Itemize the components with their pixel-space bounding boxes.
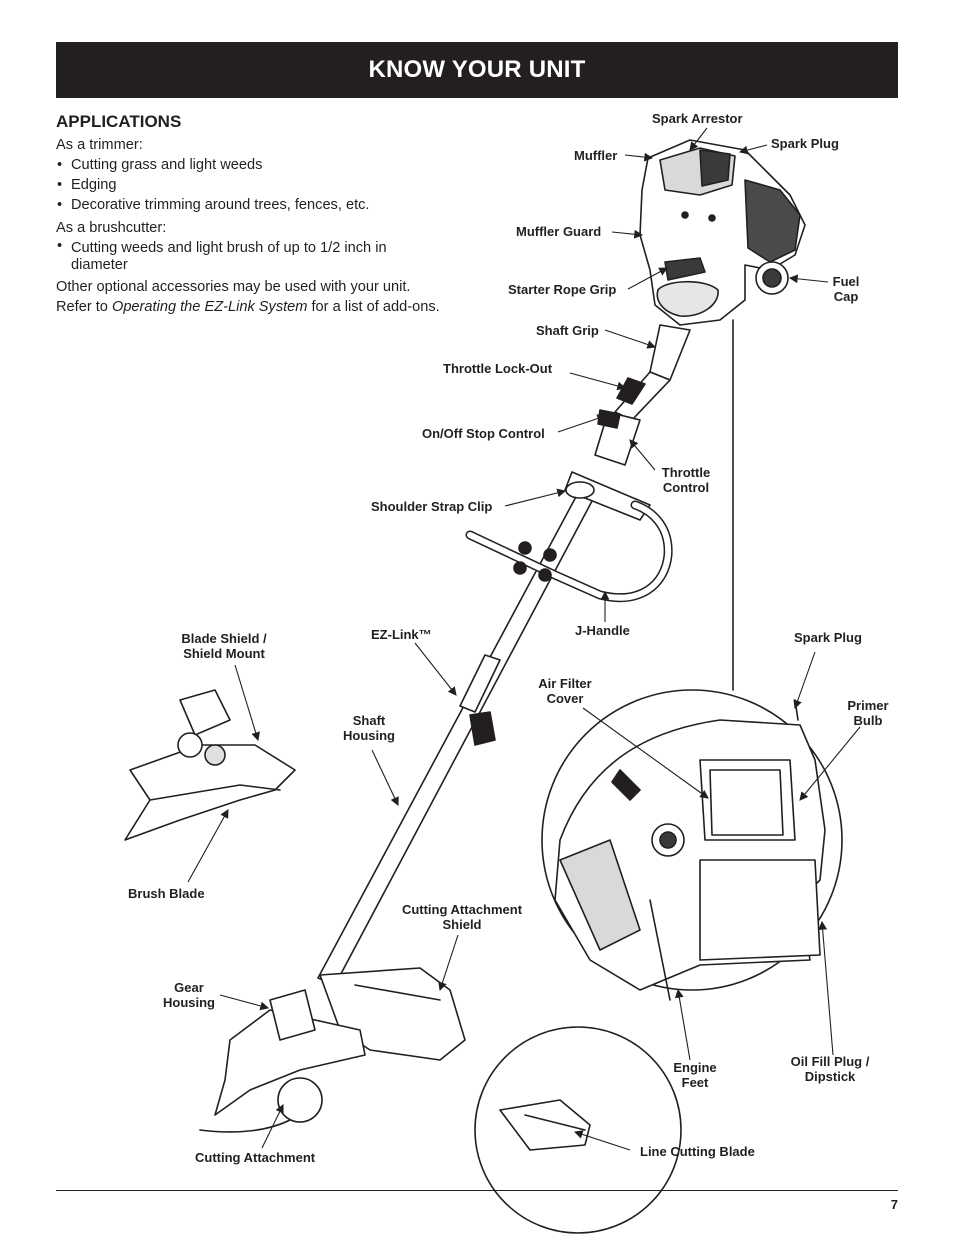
label-ez-link: EZ-Link™	[371, 627, 432, 642]
applications-heading: APPLICATIONS	[56, 112, 182, 131]
label-throttle-control-line1: Throttle	[661, 465, 711, 480]
label-shoulder-strap-clip: Shoulder Strap Clip	[371, 499, 493, 514]
label-air-filter-cover: Air Filter Cover	[530, 676, 600, 706]
shaft-grip-shape	[649, 324, 691, 381]
label-onoff-stop-control: On/Off Stop Control	[422, 426, 545, 441]
label-oil-fill-plug: Oil Fill Plug / Dipstick	[780, 1054, 880, 1084]
trimmer-lead: As a trimmer:	[56, 137, 143, 153]
label-muffler: Muffler	[574, 148, 618, 163]
label-j-handle: J-Handle	[575, 623, 630, 638]
accessories-note-line2: Refer to Operating the EZ-Link System fo…	[56, 297, 466, 317]
list-item: Cutting weeds and light brush of up to 1…	[56, 238, 466, 274]
page-number: 7	[890, 1197, 898, 1212]
brushcutter-lead: As a brushcutter:	[56, 220, 167, 236]
label-throttle-control-line2: Control	[662, 480, 710, 495]
label-muffler-guard: Muffler Guard	[516, 224, 602, 239]
label-line-cutting-blade: Line Cutting Blade	[640, 1144, 755, 1159]
label-primer-bulb: Primer Bulb	[840, 698, 896, 728]
label-cutting-attachment-shield-line1: Cutting Attachment	[401, 902, 523, 917]
label-fuel-cap-line1: Fuel	[832, 274, 860, 289]
label-fuel-cap-line2: Cap	[833, 289, 859, 304]
note-prefix: Refer to	[56, 299, 112, 315]
label-engine-feet: Engine Feet	[665, 1060, 725, 1090]
label-cutting-attachment-shield: Cutting Attachment Shield	[392, 902, 532, 932]
footer-divider	[56, 1190, 898, 1191]
label-shaft-housing-line1: Shaft	[352, 713, 386, 728]
label-brush-blade: Brush Blade	[128, 886, 205, 901]
engine-illustration	[639, 139, 806, 326]
label-oil-fill-plug-line2: Dipstick	[804, 1069, 856, 1084]
list-item: Cutting grass and light weeds	[56, 155, 466, 175]
list-item: Edging	[56, 175, 466, 195]
brushcutter-list: Cutting weeds and light brush of up to 1…	[56, 238, 466, 274]
label-blade-shield: Blade Shield / Shield Mount	[170, 631, 278, 661]
line-cutting-blade-detail	[474, 1026, 682, 1234]
label-throttle-lockout: Throttle Lock-Out	[443, 361, 553, 376]
list-item: Decorative trimming around trees, fences…	[56, 195, 466, 215]
label-blade-shield-line2: Shield Mount	[183, 646, 265, 661]
note-suffix: for a list of add-ons.	[307, 299, 440, 315]
page-title: KNOW YOUR UNIT	[368, 56, 586, 83]
blade-shield-illustration	[124, 689, 296, 841]
engine-detail-circle	[541, 689, 843, 1001]
label-spark-plug-detail: Spark Plug	[794, 630, 862, 645]
ez-link-reference: Operating the EZ-Link System	[111, 299, 308, 315]
label-oil-fill-plug-line1: Oil Fill Plug /	[790, 1054, 870, 1069]
label-primer-bulb-line1: Primer	[847, 698, 889, 713]
cutting-head-illustration	[199, 967, 466, 1133]
label-cutting-attachment: Cutting Attachment	[195, 1150, 316, 1165]
label-fuel-cap: Fuel Cap	[826, 274, 866, 304]
trimmer-list: Cutting grass and light weeds Edging Dec…	[56, 155, 466, 215]
label-blade-shield-line1: Blade Shield /	[181, 631, 267, 646]
label-spark-arrestor: Spark Arrestor	[652, 111, 743, 126]
label-shaft-housing-line2: Housing	[343, 728, 395, 743]
label-throttle-control: Throttle Control	[651, 465, 721, 495]
label-shaft-housing: Shaft Housing	[338, 713, 400, 743]
label-starter-rope-grip: Starter Rope Grip	[508, 282, 617, 297]
applications-section: APPLICATIONS As a trimmer: Cutting grass…	[56, 112, 466, 317]
label-primer-bulb-line2: Bulb	[853, 713, 883, 728]
label-shaft-grip: Shaft Grip	[536, 323, 599, 338]
label-engine-feet-line2: Feet	[681, 1075, 709, 1090]
label-gear-housing: Gear Housing	[158, 980, 220, 1010]
label-air-filter-line2: Cover	[546, 691, 584, 706]
label-gear-housing-line1: Gear	[174, 980, 204, 995]
label-engine-feet-line1: Engine	[673, 1060, 717, 1075]
label-cutting-attachment-shield-line2: Shield	[442, 917, 482, 932]
section-header-bar: KNOW YOUR UNIT	[56, 42, 898, 98]
label-spark-plug-top: Spark Plug	[771, 136, 839, 151]
label-gear-housing-line2: Housing	[163, 995, 215, 1010]
accessories-note-line1: Other optional accessories may be used w…	[56, 279, 411, 295]
label-air-filter-line1: Air Filter	[538, 676, 592, 691]
